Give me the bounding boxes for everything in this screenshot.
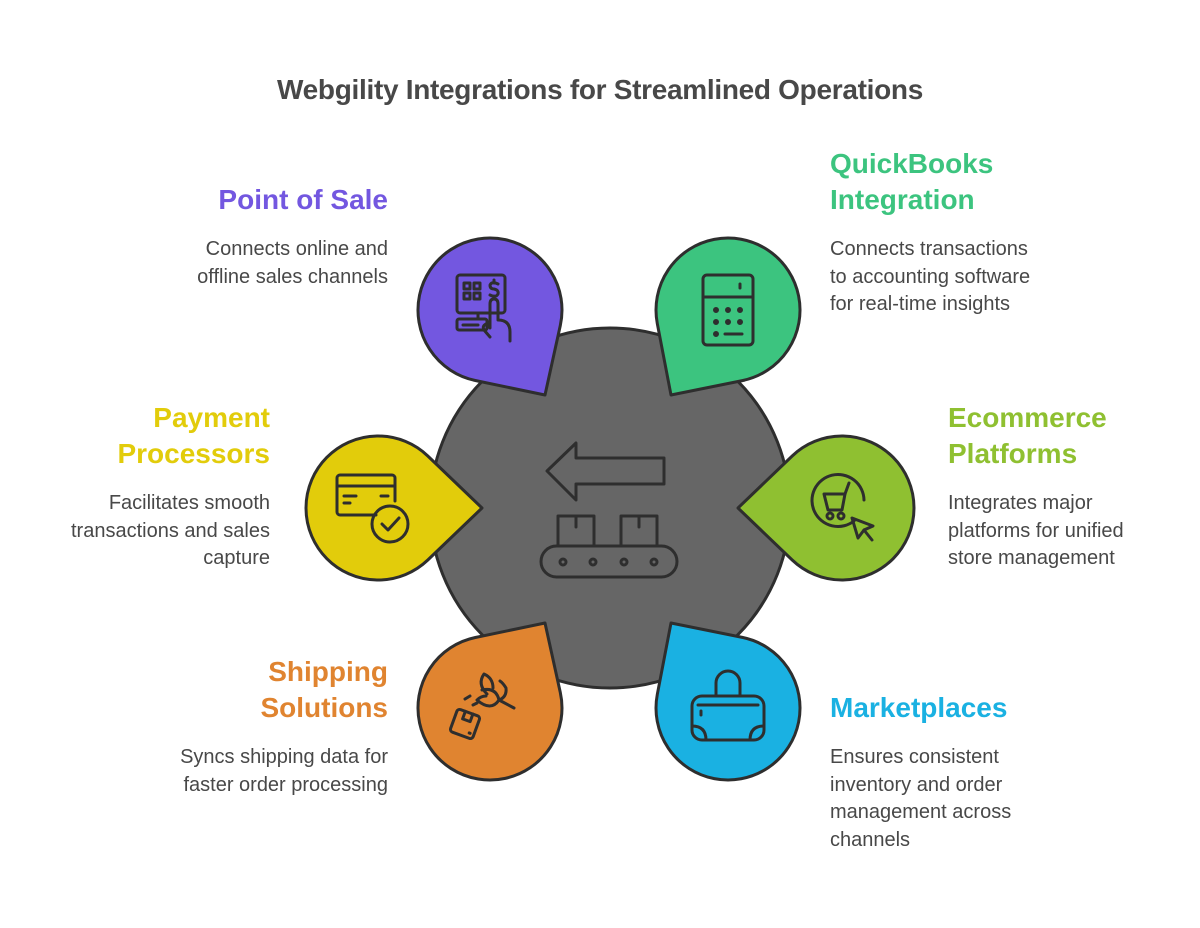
shipping-solutions-title: Shipping Solutions bbox=[180, 654, 388, 726]
title-line: Solutions bbox=[260, 692, 388, 723]
desc-line: inventory and order bbox=[830, 773, 1003, 796]
petal-shape bbox=[654, 236, 802, 397]
petal-payment-processors bbox=[304, 434, 484, 582]
title-line: Platforms bbox=[948, 438, 1078, 469]
ecommerce-platforms-title: Ecommerce Platforms bbox=[948, 400, 1124, 472]
label-quickbooks-integration: QuickBooks Integration Connects transact… bbox=[830, 146, 1030, 319]
diagram-title: Webgility Integrations for Streamlined O… bbox=[277, 74, 923, 105]
conveyor-belt-arrow-icon bbox=[539, 441, 679, 579]
marketplaces-title: Marketplaces bbox=[830, 692, 1008, 723]
label-marketplaces: Marketplaces Ensures consistent inventor… bbox=[830, 690, 1011, 854]
calculator-icon bbox=[701, 273, 755, 347]
label-point-of-sale: Point of Sale Connects online and offlin… bbox=[197, 182, 388, 291]
petal-marketplaces bbox=[654, 621, 802, 782]
marketplaces-description: Ensures consistent inventory and order m… bbox=[830, 744, 1011, 854]
label-shipping-solutions: Shipping Solutions Syncs shipping data f… bbox=[180, 654, 388, 799]
desc-line: Facilitates smooth bbox=[108, 492, 270, 514]
desc-line: Ensures consistent bbox=[830, 746, 999, 768]
petal-quickbooks-integration bbox=[654, 236, 802, 397]
desc-line: platforms for unified bbox=[948, 519, 1124, 542]
desc-line: store management bbox=[948, 547, 1115, 569]
label-payment-processors: Payment Processors Facilitates smooth tr… bbox=[71, 400, 270, 573]
petal-shipping-solutions bbox=[416, 621, 564, 782]
quickbooks-integration-title: QuickBooks Integration bbox=[830, 146, 1030, 218]
desc-line: Connects online and bbox=[205, 238, 388, 260]
point-of-sale-title: Point of Sale bbox=[218, 184, 388, 215]
desc-line: Connects transactions bbox=[830, 238, 1028, 260]
shipping-solutions-description: Syncs shipping data for faster order pro… bbox=[180, 744, 388, 799]
desc-line: capture bbox=[203, 547, 270, 569]
petal-ecommerce-platforms bbox=[736, 434, 916, 582]
petal-shape bbox=[304, 434, 484, 582]
title-line: Integration bbox=[830, 184, 975, 215]
desc-line: faster order processing bbox=[183, 773, 388, 796]
shopping-cart-cursor-icon bbox=[810, 473, 875, 542]
quickbooks-integration-description: Connects transactions to accounting soft… bbox=[830, 236, 1030, 319]
desc-line: Syncs shipping data for bbox=[180, 746, 388, 768]
pos-terminal-icon bbox=[455, 273, 512, 343]
payment-processors-description: Facilitates smooth transactions and sale… bbox=[71, 490, 270, 573]
package-bird-delivery-icon bbox=[448, 672, 516, 741]
ecommerce-platforms-description: Integrates major platforms for unified s… bbox=[948, 490, 1124, 573]
point-of-sale-description: Connects online and offline sales channe… bbox=[197, 236, 388, 291]
petal-point-of-sale bbox=[416, 236, 564, 397]
title-line: Ecommerce bbox=[948, 402, 1107, 433]
desc-line: transactions and sales bbox=[70, 519, 270, 542]
petal-shape bbox=[416, 621, 564, 782]
title-line: QuickBooks bbox=[830, 148, 994, 179]
petal-shape bbox=[654, 621, 802, 782]
desc-line: Integrates major bbox=[948, 492, 1093, 514]
title-line: Payment bbox=[153, 402, 270, 433]
desc-line: channels bbox=[830, 828, 911, 851]
credit-card-check-icon bbox=[335, 473, 410, 544]
payment-processors-title: Payment Processors bbox=[71, 400, 270, 472]
desc-line: offline sales channels bbox=[197, 265, 388, 288]
shopping-bag-icon bbox=[690, 669, 766, 742]
desc-line: for real-time insights bbox=[830, 293, 1011, 315]
desc-line: to accounting software bbox=[830, 265, 1031, 288]
title-line: Shipping bbox=[268, 656, 388, 687]
desc-line: management across bbox=[830, 801, 1012, 823]
label-ecommerce-platforms: Ecommerce Platforms Integrates major pla… bbox=[948, 400, 1124, 573]
title-line: Processors bbox=[117, 438, 270, 469]
